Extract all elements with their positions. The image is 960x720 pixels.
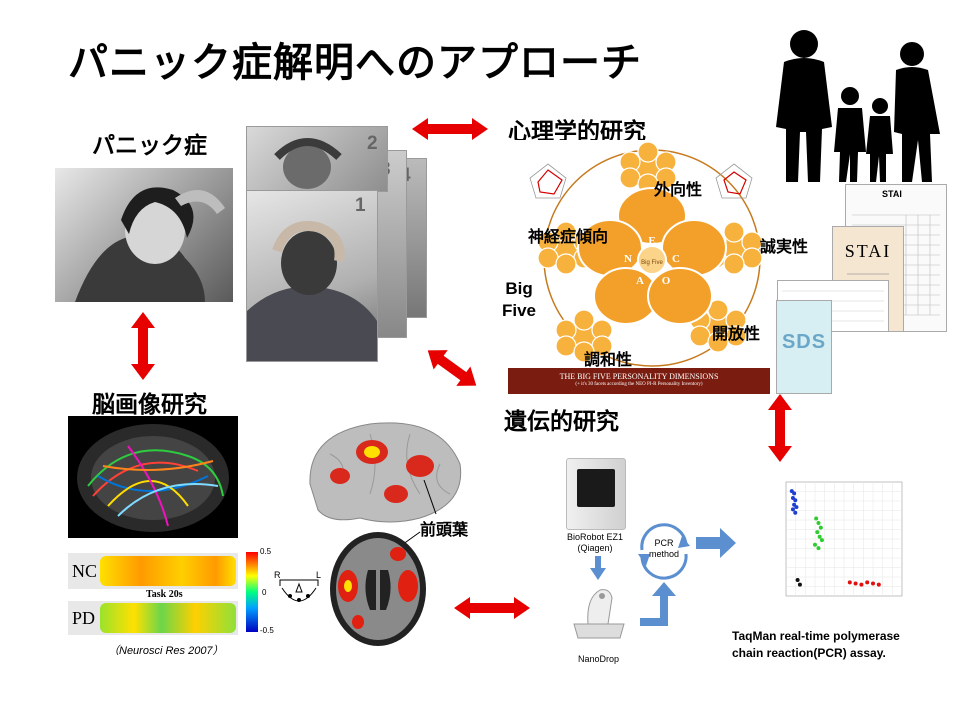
taqman-scatter-svg	[785, 481, 903, 597]
scatter-point	[793, 498, 798, 503]
citation: （Neurosci Res 2007）	[108, 645, 224, 657]
scatter-point	[817, 534, 822, 539]
scale-min: -0.5	[260, 626, 274, 635]
panic-label: パニック症	[92, 133, 207, 159]
brain-label: 脳画像研究	[92, 392, 207, 418]
scatter-point	[818, 525, 823, 530]
front-lobe-pointer	[423, 480, 437, 515]
scale-max: 0.5	[260, 547, 272, 556]
genetic-label: 遺伝的研究	[504, 409, 619, 435]
brain-3d-image	[300, 414, 468, 530]
scatter-point	[816, 546, 821, 551]
scatter-point	[813, 542, 817, 547]
scatter-point	[819, 538, 824, 543]
colorbar	[246, 552, 258, 632]
right-arrow-icon	[696, 528, 736, 558]
down-arrow-icon	[590, 556, 606, 580]
head-orientation-icon: R L	[272, 570, 324, 610]
center-letter-a: A	[636, 275, 644, 287]
scale-mid: 0	[262, 588, 267, 597]
trait-conscientiousness: 誠実性	[760, 237, 809, 256]
double-arrow-brain-genetic-icon	[454, 597, 530, 619]
panic-card-2: 2	[246, 126, 388, 192]
banner-sub: (+ it's 30 facets according the NEO PI-R…	[575, 382, 703, 387]
trait-openness: 開放性	[712, 324, 761, 343]
scatter-point	[790, 507, 795, 512]
scatter-point	[797, 582, 802, 587]
woman-photo	[55, 168, 233, 302]
center-letter-o: O	[662, 275, 671, 287]
scatter-point	[792, 491, 797, 496]
scatter-point	[816, 521, 821, 526]
scatter-point	[859, 582, 864, 587]
scatter-point	[847, 580, 852, 585]
front-lobe-label: 前頭葉	[420, 520, 469, 539]
sds-booklet: SDS	[776, 300, 832, 394]
double-arrow-panic-genetic-icon	[427, 350, 477, 386]
scatter-point	[853, 581, 858, 586]
scatter-point	[876, 582, 881, 587]
pd-row: PD	[68, 601, 238, 635]
pcr-cycle-icon	[638, 523, 690, 580]
trait-extraversion: 外向性	[654, 180, 703, 199]
big-five-label: Big Five	[502, 279, 537, 320]
bent-arrow-icon	[640, 582, 676, 626]
center-letter-n: N	[624, 253, 632, 265]
nanodrop-device-icon	[568, 584, 630, 640]
page-title: パニック症解明へのアプローチ	[68, 40, 642, 86]
scatter-point	[815, 530, 820, 535]
trait-agreeableness: 調和性	[584, 350, 633, 369]
pcr-label: PCR method	[648, 538, 680, 559]
mri-axial-image	[328, 530, 428, 648]
scatter-point	[795, 578, 800, 583]
big-five-banner: THE BIG FIVE PERSONALITY DIMENSIONS (+ i…	[508, 368, 770, 394]
dti-brain-image	[68, 416, 238, 538]
sds-title: SDS	[781, 331, 827, 353]
nc-row: NC	[68, 553, 238, 589]
taqman-caption: TaqMan real-time polymerase chain reacti…	[732, 629, 900, 660]
taqman-scatter-chart	[772, 470, 912, 610]
task-label: Task 20s	[146, 589, 183, 600]
double-arrow-panic-psych-icon	[412, 118, 488, 140]
trait-neuroticism: 神経症傾向	[528, 227, 609, 246]
center-letter-c: C	[672, 253, 680, 265]
nc-pd-heatmap: NC Task 20s PD	[68, 553, 238, 635]
nanodrop-label: NanoDrop	[578, 654, 620, 664]
center-letter-e: E	[648, 235, 655, 247]
scatter-point	[814, 516, 819, 521]
biorobot-label: BioRobot EZ1 (Qiagen)	[566, 532, 624, 553]
scatter-point	[794, 505, 799, 510]
biorobot-device-icon	[566, 458, 626, 530]
scatter-point	[865, 580, 870, 585]
center-word: Big Five	[641, 260, 663, 266]
banner-title: THE BIG FIVE PERSONALITY DIMENSIONS	[559, 372, 719, 381]
panic-card-1: 1	[246, 190, 378, 362]
scatter-point	[793, 510, 798, 515]
big-five-diagram: E N C A O Big Five THE BIG FIVE PERSONAL…	[508, 140, 770, 394]
scatter-point	[871, 581, 875, 586]
stai-title: STAI	[844, 241, 892, 261]
double-arrow-panic-brain-icon	[131, 312, 155, 380]
stai-small-title: STAI	[882, 189, 902, 199]
double-arrow-psych-genetic-icon	[768, 394, 792, 462]
family-silhouette-icon	[776, 30, 940, 182]
